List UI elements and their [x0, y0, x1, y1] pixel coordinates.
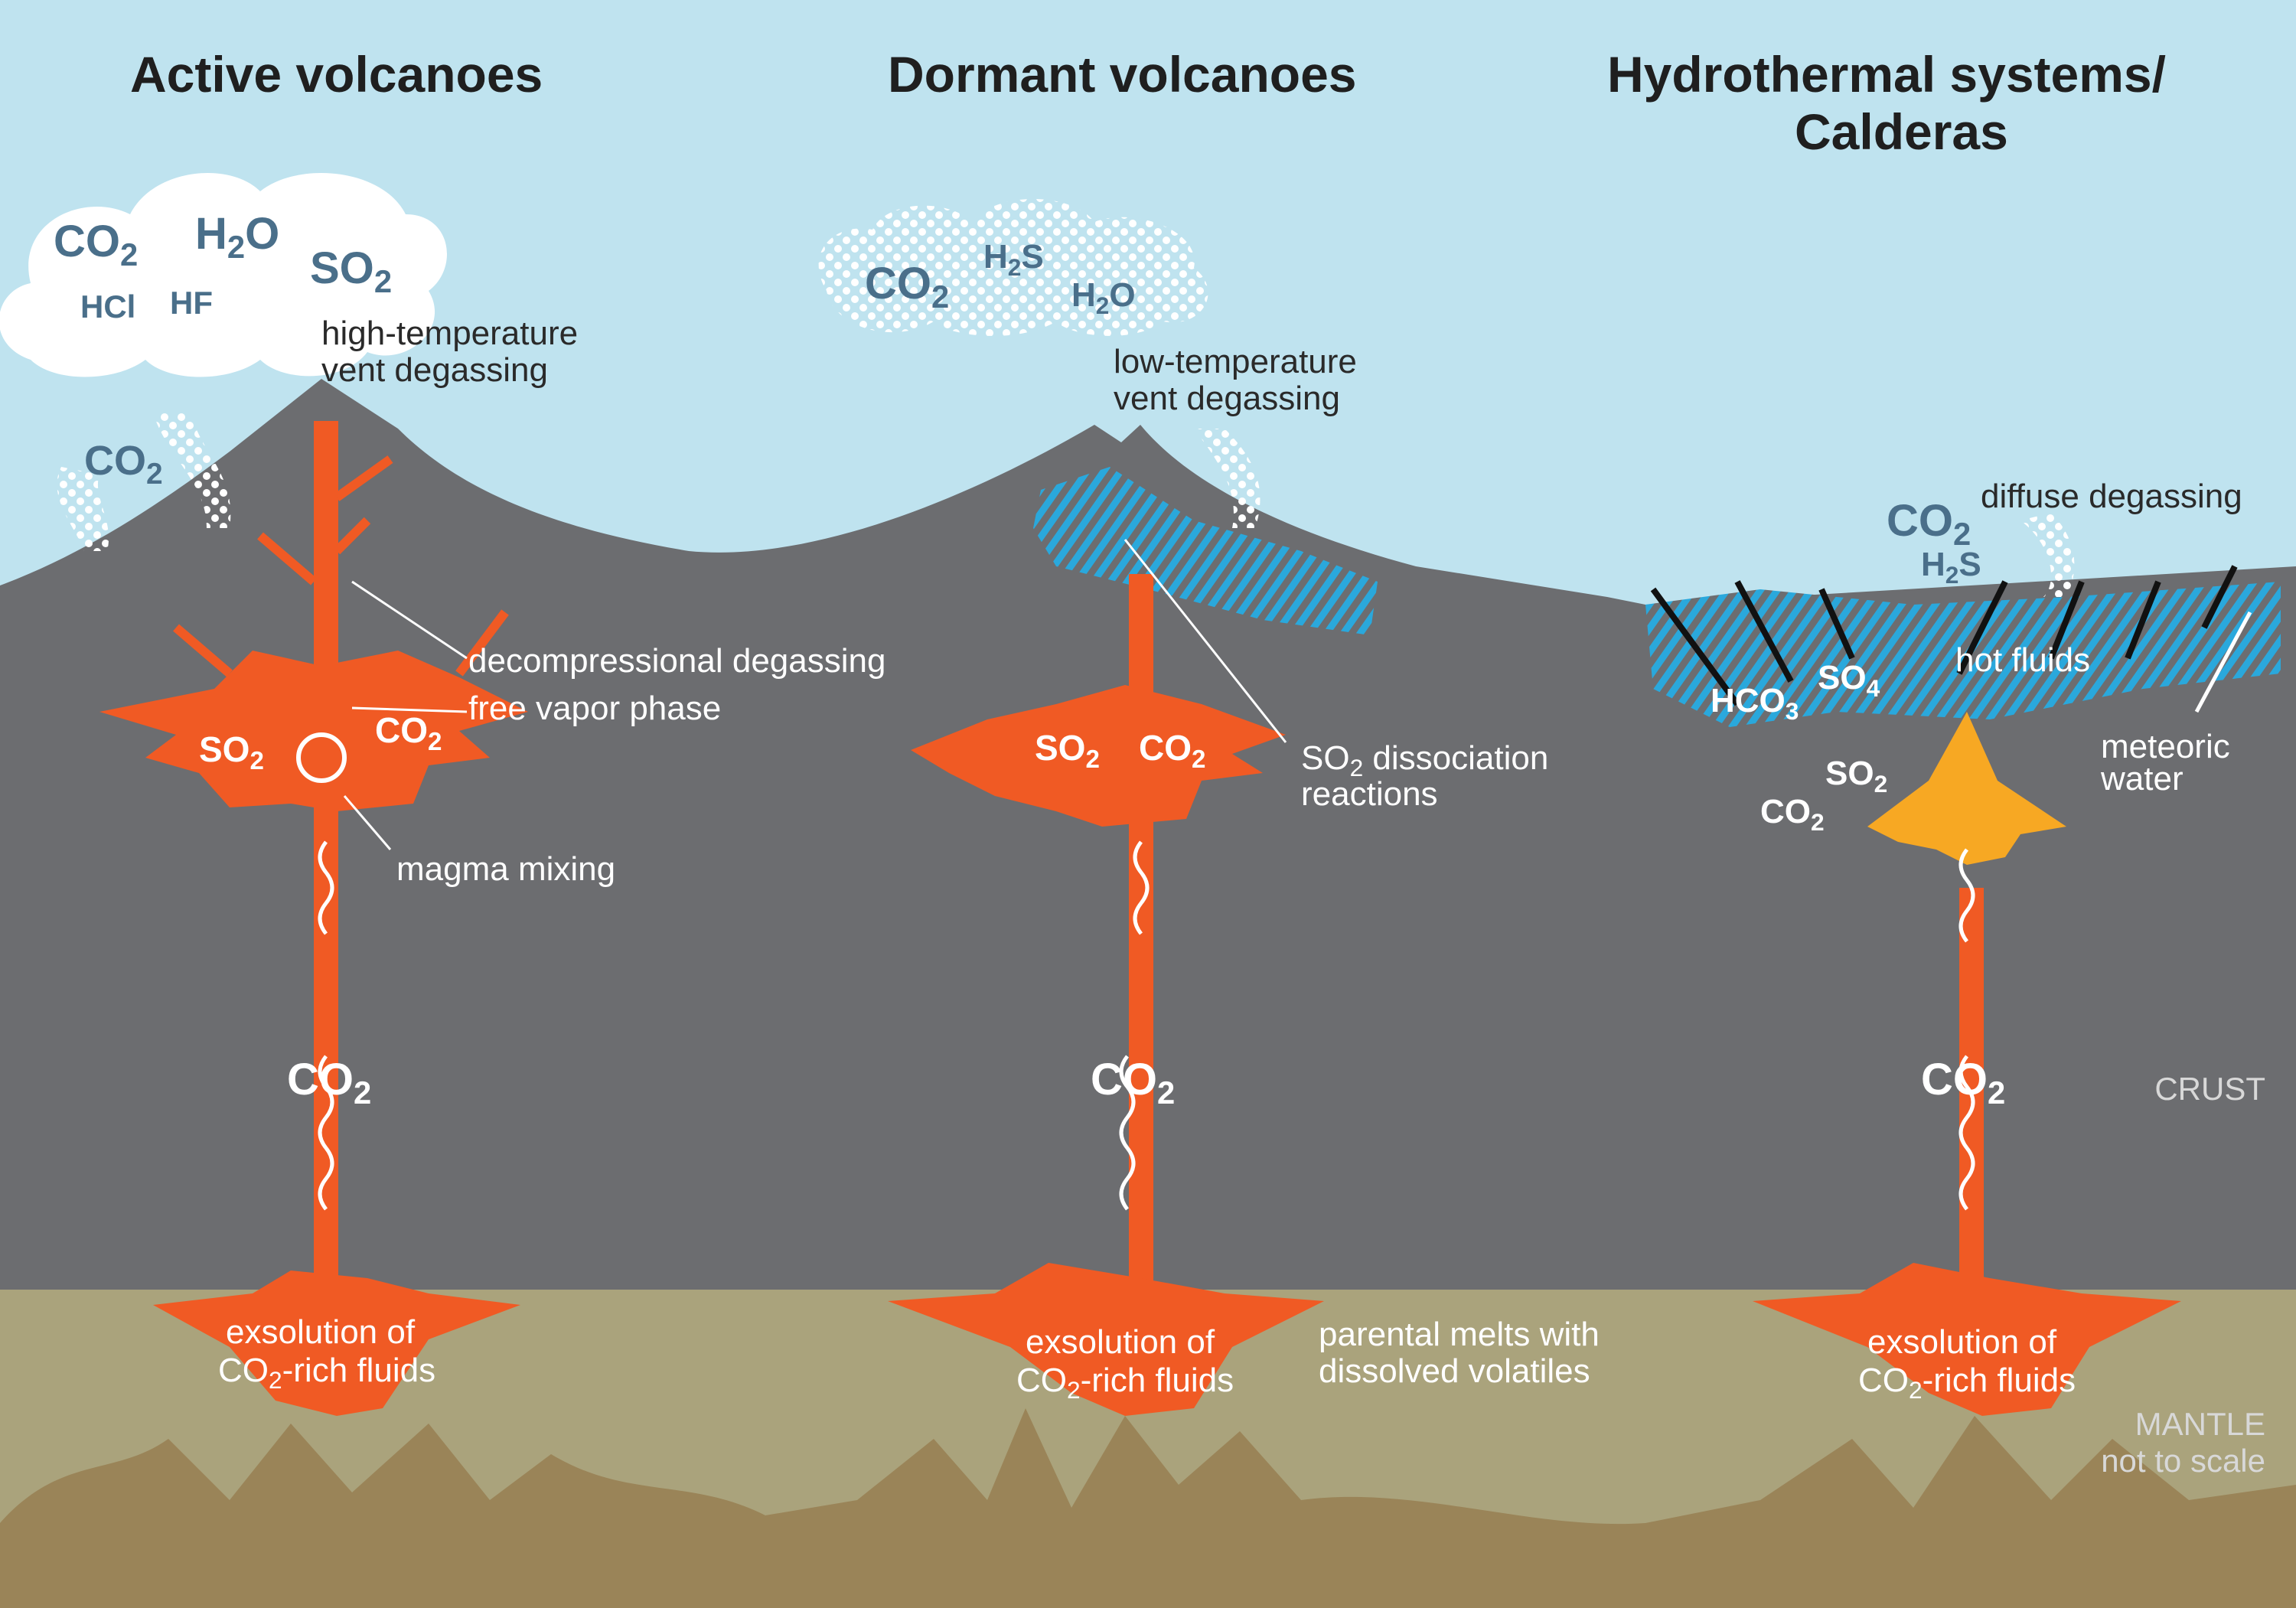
hydrothermal-system — [1645, 565, 2281, 1416]
not-to-scale-label: not to scale — [2101, 1443, 2265, 1479]
low-temp-label-line2: vent degassing — [1114, 380, 1340, 417]
active-co2-plume — [57, 413, 231, 551]
active-co2-rise-arrow-upper — [318, 1055, 334, 1211]
high-temp-label-line1: high-temperature — [321, 315, 578, 352]
active-chamber-so2: SO2 — [199, 729, 264, 775]
caldera-deep-chamber — [1753, 1263, 2181, 1416]
active-cloud-hcl: HCl — [80, 289, 135, 325]
caldera-exsolution-line1: exsolution of — [1867, 1323, 2057, 1361]
active-exsolution-line1: exsolution of — [226, 1313, 416, 1351]
dormant-deep-chamber — [888, 1263, 1324, 1416]
dormant-cloud-h2s: H2S — [983, 238, 1044, 281]
parental-melts-line1: parental melts with — [1319, 1316, 1600, 1353]
caldera-h2s: H2S — [1921, 546, 1981, 589]
caldera-hydrothermal-zone — [1645, 582, 2281, 727]
free-vapor-leader — [351, 706, 468, 713]
decompressional-label: decompressional degassing — [468, 642, 885, 680]
mantle-label: MANTLE — [2135, 1406, 2265, 1442]
caldera-faults — [1650, 565, 2238, 706]
meteoric-water-line1: meteoric — [2101, 728, 2230, 765]
hot-fluids-label: hot fluids — [1955, 641, 2090, 679]
dormant-co2-rise-arrow-upper — [1119, 1055, 1136, 1211]
dormant-conduit-co2: CO2 — [1091, 1055, 1175, 1111]
dormant-cloud-h2o: H2O — [1071, 276, 1136, 319]
active-cloud-so2: SO2 — [310, 243, 392, 299]
magma-mixing-leader — [343, 795, 392, 850]
dormant-hydrothermal-zone — [1033, 467, 1378, 635]
low-temp-label-line1: low-temperature — [1114, 343, 1357, 380]
caldera-so2: SO2 — [1825, 755, 1887, 797]
dormant-chamber-so2: SO2 — [1035, 728, 1100, 774]
meteoric-water-line2: water — [2100, 760, 2183, 797]
caldera-co2-rise-arrow-upper — [1958, 1055, 1975, 1211]
so2-dissociation-leader — [1124, 539, 1287, 743]
parental-melts-line2: dissolved volatiles — [1319, 1352, 1590, 1390]
dormant-cloud-co2: CO2 — [865, 259, 949, 315]
diffuse-degassing-label: diffuse degassing — [1981, 478, 2242, 515]
active-cloud-hf: HF — [170, 285, 213, 321]
dormant-magma-chamber — [911, 685, 1286, 827]
active-volcano — [99, 421, 528, 1416]
dormant-co2-rise-arrow-lower — [1133, 840, 1150, 935]
so2-dissociation-label-line1: SO2 dissociation — [1301, 739, 1548, 781]
crust-label: CRUST — [2154, 1071, 2265, 1107]
active-cloud-co2: CO2 — [54, 217, 138, 272]
magma-mixing-label: magma mixing — [396, 850, 615, 888]
dormant-exsolution-line1: exsolution of — [1026, 1323, 1215, 1361]
active-co2-rise-arrow-lower — [318, 840, 334, 935]
dormant-low-temp-plume — [1194, 429, 1261, 528]
active-conduit — [314, 421, 338, 1339]
free-vapor-label: free vapor phase — [468, 690, 721, 727]
title-hydrothermal-line1: Hydrothermal systems/ — [1607, 46, 2166, 103]
caldera-co2-lower: CO2 — [1760, 793, 1825, 836]
active-chamber-co2: CO2 — [375, 710, 442, 756]
caldera-hco3: HCO3 — [1711, 682, 1799, 725]
active-conduit-co2: CO2 — [287, 1055, 371, 1111]
dormant-gas-cloud — [818, 199, 1208, 336]
dormant-exsolution-line2: CO2-rich fluids — [1016, 1362, 1234, 1404]
high-temp-label-line2: vent degassing — [321, 351, 548, 389]
active-cloud-h2o: H2O — [195, 209, 279, 265]
caldera-co2: CO2 — [1887, 496, 1971, 552]
magma-mixing-arrow — [296, 732, 347, 783]
title-active-volcanoes: Active volcanoes — [130, 46, 543, 103]
caldera-exsolution-line2: CO2-rich fluids — [1858, 1362, 2076, 1404]
active-deep-chamber — [153, 1270, 520, 1416]
active-magma-chamber — [99, 651, 528, 811]
caldera-conduit-co2: CO2 — [1921, 1055, 2005, 1111]
meteoric-water-arrow — [2194, 611, 2252, 713]
caldera-so4: SO4 — [1818, 659, 1880, 702]
active-exsolution-line2: CO2-rich fluids — [218, 1352, 435, 1394]
active-flank-co2: CO2 — [84, 438, 163, 491]
so2-dissociation-label-line2: reactions — [1301, 775, 1438, 813]
mantle-deep-layer — [0, 1408, 2296, 1608]
caldera-diffuse-plume — [2020, 513, 2075, 597]
active-dikes — [173, 455, 509, 677]
caldera-hot-magma — [1867, 712, 2066, 865]
title-hydrothermal-line2: Calderas — [1795, 103, 2008, 160]
title-dormant-volcanoes: Dormant volcanoes — [888, 46, 1357, 103]
dormant-volcano — [888, 467, 1378, 1416]
dormant-chamber-co2: CO2 — [1139, 728, 1205, 774]
caldera-co2-rise-arrow-lower — [1958, 848, 1975, 943]
decompression-leader — [351, 580, 468, 660]
active-gas-cloud — [0, 173, 447, 377]
